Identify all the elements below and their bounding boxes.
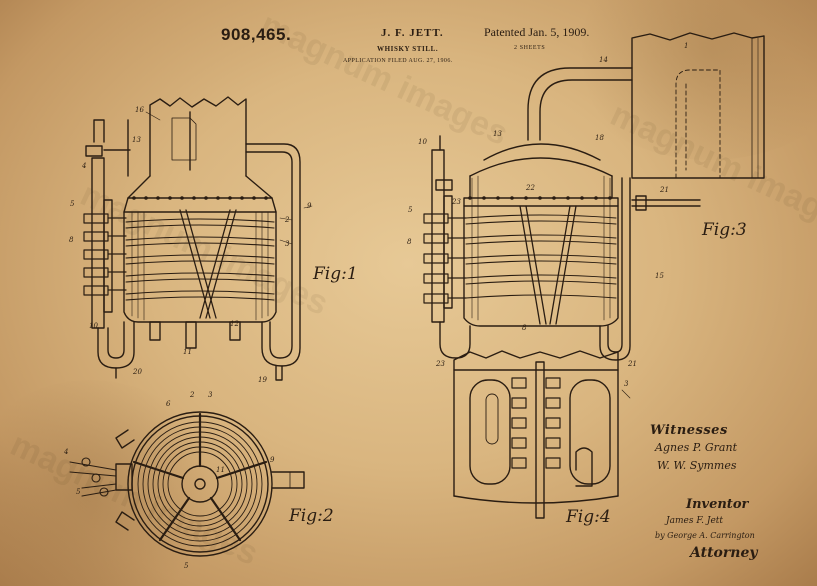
svg-text:18: 18 <box>595 134 604 142</box>
svg-text:13: 13 <box>493 130 502 138</box>
witnesses-label: Witnesses <box>650 423 728 438</box>
figure-3-drawing <box>423 32 765 361</box>
patent-number: 908,465. <box>221 25 292 44</box>
figure-4-drawing <box>453 350 631 519</box>
svg-text:2: 2 <box>284 216 290 224</box>
figure-2-label: Fig:2 <box>289 506 334 526</box>
svg-text:3: 3 <box>624 380 629 388</box>
svg-text:21: 21 <box>627 360 637 368</box>
sheets-count: 2 SHEETS <box>514 45 546 51</box>
inventor-name: J. F. JETT. <box>381 27 444 39</box>
svg-text:23: 23 <box>435 360 445 368</box>
svg-text:9: 9 <box>307 202 312 210</box>
svg-text:13: 13 <box>132 136 141 144</box>
svg-text:4: 4 <box>63 448 68 456</box>
figure-2-drawing <box>69 411 305 557</box>
svg-text:8: 8 <box>522 324 527 332</box>
application-filed: APPLICATION FILED AUG. 27, 1906. <box>343 58 453 64</box>
svg-text:8: 8 <box>407 238 412 246</box>
witness-signature: W. W. Symmes <box>657 459 737 472</box>
svg-text:1: 1 <box>684 42 688 50</box>
svg-text:5: 5 <box>184 562 189 570</box>
inventor-signature: James F. Jett <box>666 516 724 526</box>
svg-text:10: 10 <box>89 322 98 330</box>
svg-text:19: 19 <box>258 376 267 384</box>
svg-text:22: 22 <box>525 184 535 192</box>
svg-text:10: 10 <box>418 138 427 146</box>
figure-1-label: Fig:1 <box>313 264 358 284</box>
attorney-signature: by George A. Carrington <box>655 531 755 540</box>
witness-signature: Agnes P. Grant <box>655 441 737 454</box>
svg-text:20: 20 <box>132 368 142 376</box>
svg-text:5: 5 <box>408 206 413 214</box>
figure-4-label: Fig:4 <box>566 507 611 527</box>
svg-text:5: 5 <box>70 200 75 208</box>
svg-text:2: 2 <box>189 391 195 399</box>
svg-text:11: 11 <box>183 348 192 356</box>
svg-text:3: 3 <box>208 391 213 399</box>
svg-text:5: 5 <box>76 488 81 496</box>
svg-text:6: 6 <box>166 400 171 408</box>
inventor-label: Inventor <box>686 497 749 512</box>
svg-text:12: 12 <box>230 320 239 328</box>
svg-text:23: 23 <box>451 198 461 206</box>
svg-text:4: 4 <box>81 162 86 170</box>
svg-text:11: 11 <box>216 466 225 474</box>
svg-text:3: 3 <box>285 240 290 248</box>
patented-date: Patented Jan. 5, 1909. <box>484 25 590 39</box>
patent-title: WHISKY STILL. <box>377 45 439 53</box>
svg-text:15: 15 <box>655 272 664 280</box>
svg-text:21: 21 <box>659 186 669 194</box>
svg-text:16: 16 <box>135 106 144 114</box>
figure-1-drawing <box>83 96 313 381</box>
svg-text:8: 8 <box>69 236 74 244</box>
svg-text:14: 14 <box>599 56 608 64</box>
figure-3-label: Fig:3 <box>702 220 747 240</box>
svg-text:9: 9 <box>270 456 275 464</box>
attorney-label: Attorney <box>690 545 758 561</box>
